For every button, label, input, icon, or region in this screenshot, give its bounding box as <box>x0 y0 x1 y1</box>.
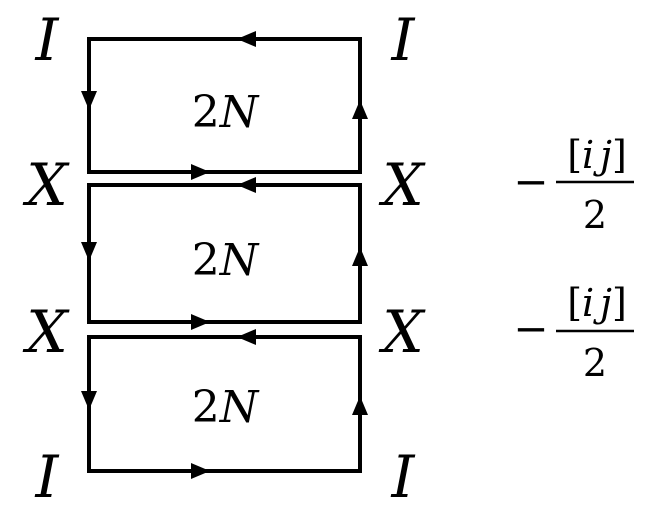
vertex-label-mid2-left: X <box>22 298 70 366</box>
factor-2-open-bracket: [ <box>567 281 582 325</box>
factor-2-sign: − <box>513 304 548 353</box>
loop-3-label-var: N <box>219 382 260 433</box>
loop-1-label-num: 2 <box>192 87 220 138</box>
factor-2-close-bracket: ] <box>612 281 627 325</box>
factor-1-j: j <box>593 133 612 177</box>
loop-1-arrow-top-left <box>237 31 256 47</box>
factor-1-close-bracket: ] <box>612 133 627 177</box>
vertex-label-mid1-right: X <box>378 151 426 219</box>
loop-3-arrow-right-up <box>352 396 368 415</box>
loop-3-arrow-bottom-right <box>191 463 210 479</box>
vertex-label-bottom-right: I <box>391 443 416 510</box>
loop-3-arrow-top-left <box>237 329 256 345</box>
loop-2-label-num: 2 <box>192 235 220 286</box>
loop-1-label: 2N <box>192 87 260 138</box>
vertex-label-mid2-right: X <box>378 298 426 366</box>
loop-3-label-num: 2 <box>192 382 220 433</box>
loop-3: 2N <box>81 329 368 479</box>
factor-1-open-bracket: [ <box>567 133 582 177</box>
vertex-label-top-right: I <box>391 6 416 74</box>
loop-3-arrow-left-down <box>81 391 97 410</box>
loop-2-label-var: N <box>219 235 260 286</box>
loop-2-arrow-top-left <box>237 177 256 193</box>
loop-1-arrow-bottom-right <box>191 164 210 180</box>
loop-1-label-var: N <box>219 87 260 138</box>
loop-2: 2N <box>81 177 368 330</box>
loop-2-label: 2N <box>192 235 260 286</box>
factor-2-i: i <box>582 281 594 325</box>
vertex-label-bottom-left: I <box>35 443 60 510</box>
factor-2-j: j <box>593 281 612 325</box>
factor-1-sign: − <box>513 157 548 206</box>
loop-1-arrow-right-up <box>352 100 368 119</box>
vertex-label-top-left: I <box>35 6 60 74</box>
loop-2-arrow-left-down <box>81 242 97 261</box>
vertex-label-mid1-left: X <box>22 151 70 219</box>
factor-1-i: i <box>582 133 594 177</box>
factor-1-denominator: 2 <box>583 193 607 237</box>
factor-2-denominator: 2 <box>583 341 607 385</box>
loop-2-arrow-right-up <box>352 247 368 266</box>
loop-3-label: 2N <box>192 382 260 433</box>
loop-1-arrow-left-down <box>81 91 97 110</box>
loop-2-arrow-bottom-right <box>191 314 210 330</box>
loop-1: 2N <box>81 31 368 180</box>
